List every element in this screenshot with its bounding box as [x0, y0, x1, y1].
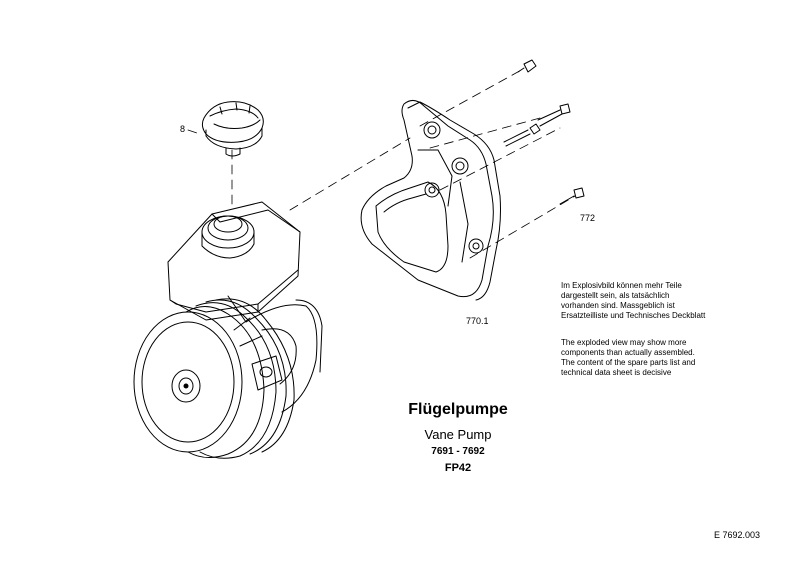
assembly-leader-lines [187, 67, 576, 259]
callout-bolt: 772 [580, 213, 596, 223]
note-english: The exploded view may show more componen… [561, 338, 696, 377]
note-german: Im Explosivbild können mehr Teile darges… [561, 281, 706, 320]
callout-cap: 8 [180, 124, 186, 134]
pump-body-part [133, 201, 323, 459]
title-english: Vane Pump [424, 427, 492, 442]
model-code: FP42 [444, 462, 472, 474]
reservoir-cap-part [201, 101, 264, 157]
drawing-id: E 7692.003 [714, 530, 761, 540]
callout-bracket: 770.1 [466, 316, 489, 326]
mounting-bracket-part [360, 100, 501, 301]
model-range: 7691 - 7692 [431, 446, 485, 457]
mounting-bolts-part [503, 59, 585, 205]
title-german: Flügelpumpe [408, 401, 508, 418]
